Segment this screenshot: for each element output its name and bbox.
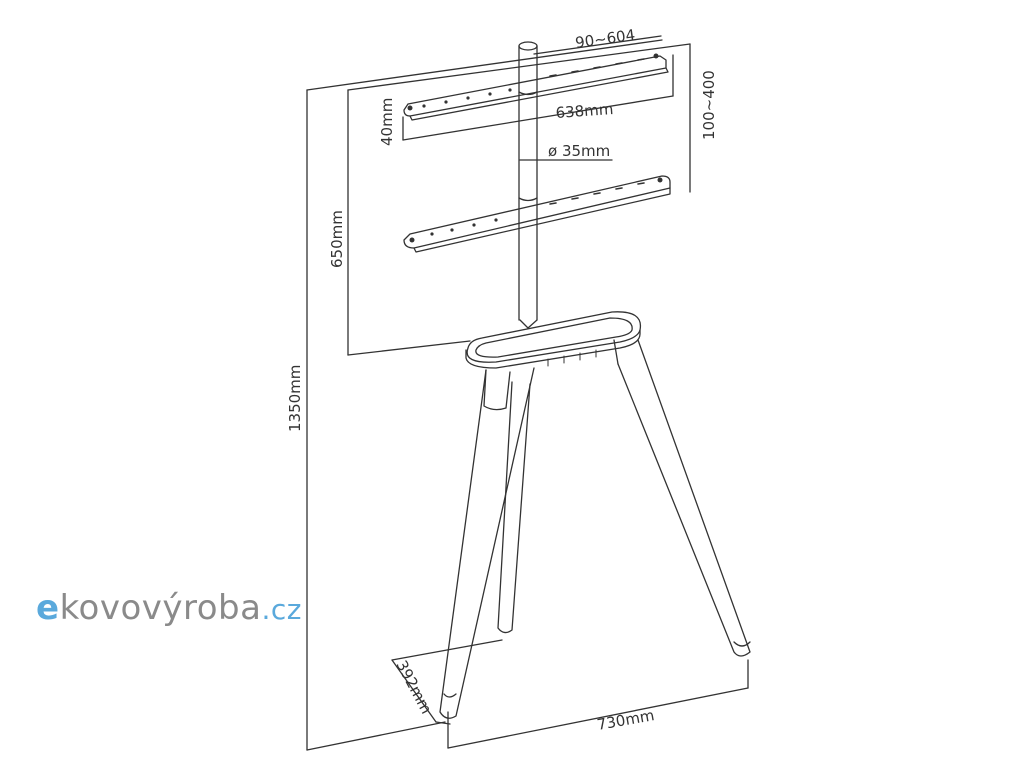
right-leg	[613, 339, 751, 657]
logo-tld: .cz	[261, 593, 302, 626]
bracket-width-label: 638mm	[555, 100, 614, 122]
height-dimension-frame	[306, 39, 663, 751]
vesa-width-dimension	[533, 35, 662, 55]
front-left-leg	[439, 367, 535, 719]
total-height-label: 1350mm	[286, 365, 304, 432]
bracket-width-dimension	[402, 54, 674, 141]
pole-height-label: 650mm	[328, 210, 346, 268]
vesa-height-label: 100~400	[700, 70, 718, 140]
depth-label: 392mm	[392, 657, 435, 717]
logo-text: kovovýroba	[59, 588, 262, 628]
tray	[465, 311, 642, 369]
upper-bracket	[403, 53, 669, 121]
watermark-logo: ekovovýroba.cz	[36, 588, 302, 628]
bracket-height-label: 40mm	[378, 98, 396, 146]
lower-bracket	[403, 175, 671, 253]
logo-letter: e	[36, 588, 60, 628]
floor-dimensions	[391, 639, 749, 749]
rear-left-leg	[497, 381, 531, 634]
pole-diameter-label: ø 35mm	[548, 142, 610, 160]
base-width-label: 730mm	[596, 706, 656, 734]
pole	[518, 41, 538, 321]
